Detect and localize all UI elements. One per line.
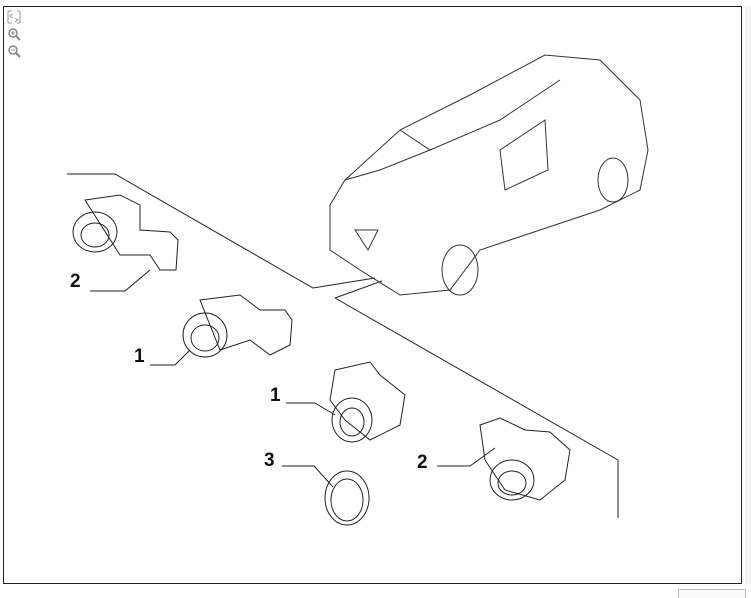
scrollbar[interactable]	[745, 6, 751, 584]
zoom-out-icon[interactable]	[7, 44, 21, 58]
vehicle-illustration	[329, 54, 649, 296]
callout-label[interactable]: 1	[270, 385, 281, 406]
zoom-in-icon[interactable]	[7, 27, 21, 41]
sensor-part-2-right	[479, 417, 571, 501]
fit-to-screen-icon[interactable]	[7, 10, 21, 24]
leader-lines	[67, 173, 619, 518]
callout-label[interactable]: 2	[417, 452, 428, 473]
sensor-part-2-left	[72, 194, 179, 271]
sensor-part-1-lower	[329, 361, 406, 443]
diagram-frame	[3, 6, 742, 584]
zoom-toolbar	[7, 10, 21, 58]
callout-label[interactable]: 1	[134, 346, 145, 367]
callout-label[interactable]: 2	[70, 271, 81, 292]
sealing-ring-part-3	[324, 470, 370, 526]
sensor-part-1-upper	[182, 294, 293, 358]
callout-label[interactable]: 3	[264, 450, 275, 471]
